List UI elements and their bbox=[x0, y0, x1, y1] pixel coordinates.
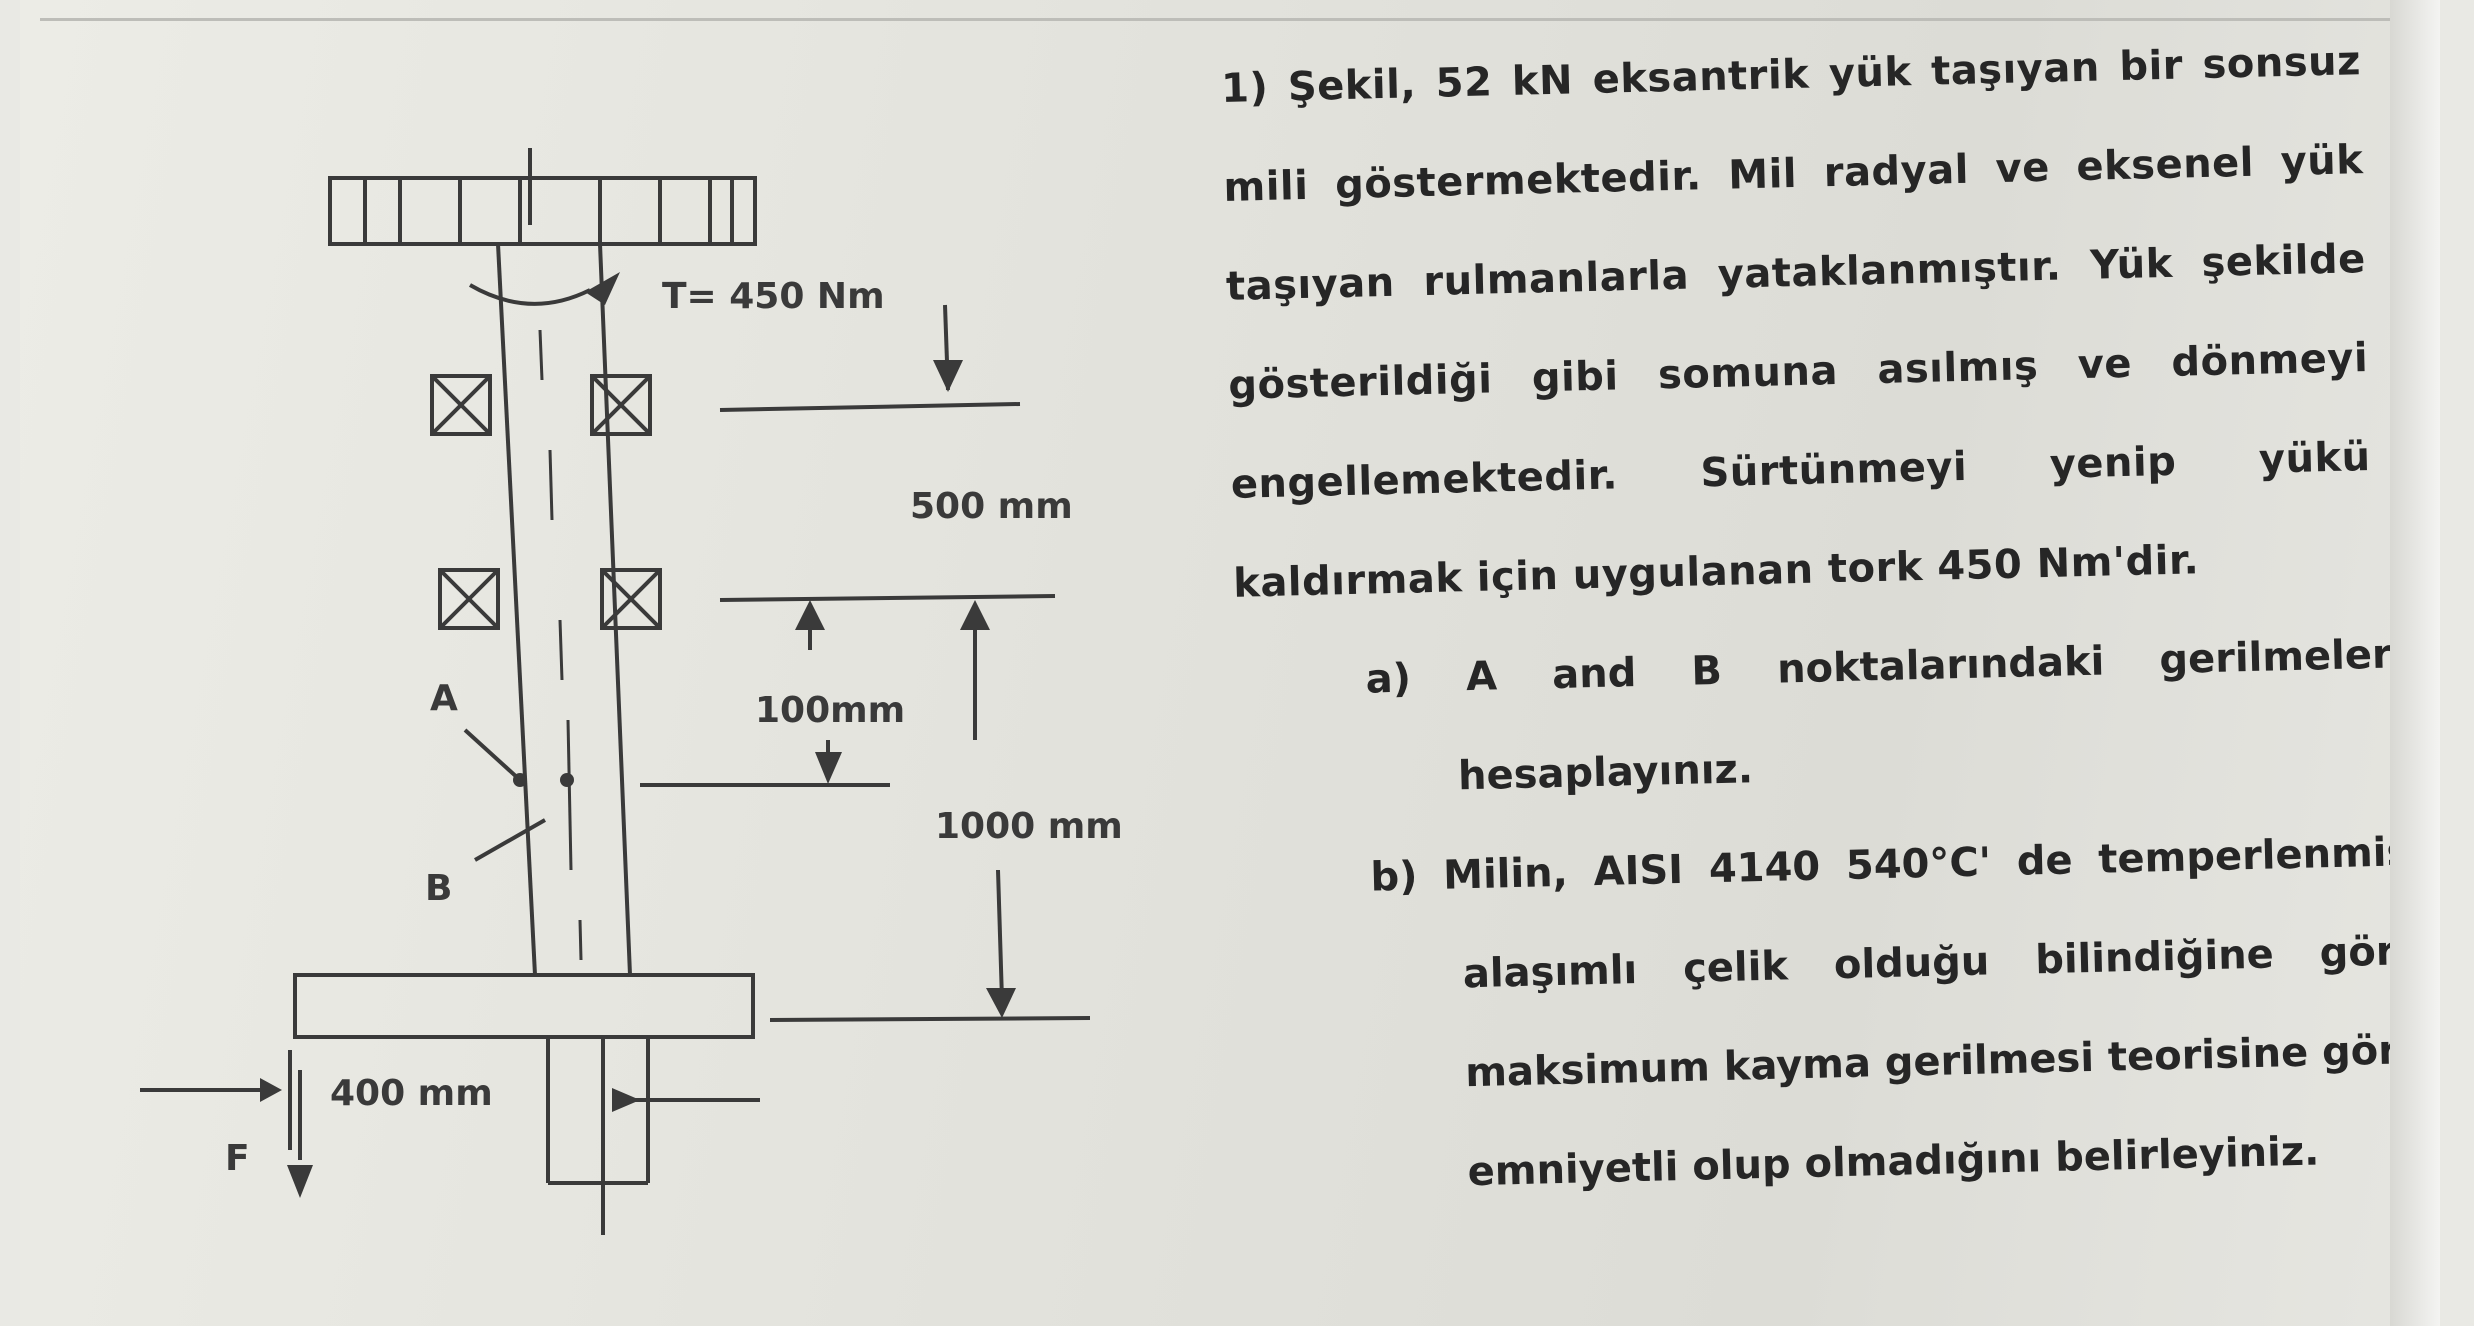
load-rod bbox=[546, 1037, 650, 1235]
document-page: T= 450 Nm 500 mm 100mm 1000 mm 400 mm A … bbox=[20, 0, 2440, 1326]
arrow-100-up bbox=[795, 600, 825, 630]
dim-1000-label: 1000 mm bbox=[935, 806, 1123, 847]
worm-gear bbox=[328, 148, 757, 246]
problem-text: 1) Şekil, 52 kN eksantrik yük taşıyan bi… bbox=[1220, 11, 2440, 1228]
arrow-400-left bbox=[260, 1078, 282, 1102]
arrow-100-down bbox=[815, 752, 842, 784]
dim-100-label: 100mm bbox=[755, 690, 905, 731]
bearing-lower bbox=[438, 568, 662, 630]
leader-b bbox=[474, 818, 546, 862]
point-a-dot bbox=[513, 773, 527, 787]
page-edge bbox=[2390, 0, 2440, 1326]
shaft bbox=[496, 243, 632, 976]
force-label: F bbox=[225, 1138, 250, 1179]
point-b-label: B bbox=[425, 868, 452, 909]
dimension-lines bbox=[640, 304, 1091, 1022]
arrow-1000-down bbox=[986, 988, 1016, 1018]
shaft-figure: T= 450 Nm 500 mm 100mm 1000 mm 400 mm A … bbox=[140, 148, 1123, 1235]
bearing-upper bbox=[430, 374, 652, 436]
arrow-500-down bbox=[933, 360, 963, 392]
dim-400-label: 400 mm bbox=[330, 1073, 493, 1114]
arrow-400-right bbox=[612, 1088, 640, 1112]
force-arrowhead bbox=[287, 1165, 313, 1198]
top-rule bbox=[40, 18, 2440, 21]
dimension-400 bbox=[140, 1050, 760, 1160]
torque-arrowhead bbox=[585, 272, 620, 305]
leader-a bbox=[463, 728, 522, 782]
point-b-dot bbox=[560, 773, 574, 787]
nut-plate bbox=[293, 973, 755, 1039]
problem-number: 1) bbox=[1220, 64, 1269, 112]
point-a-label: A bbox=[430, 678, 458, 719]
dim-500-label: 500 mm bbox=[910, 486, 1073, 527]
torque-arc bbox=[468, 283, 591, 306]
arrow-1000-up bbox=[960, 600, 990, 630]
torque-label: T= 450 Nm bbox=[662, 276, 885, 317]
